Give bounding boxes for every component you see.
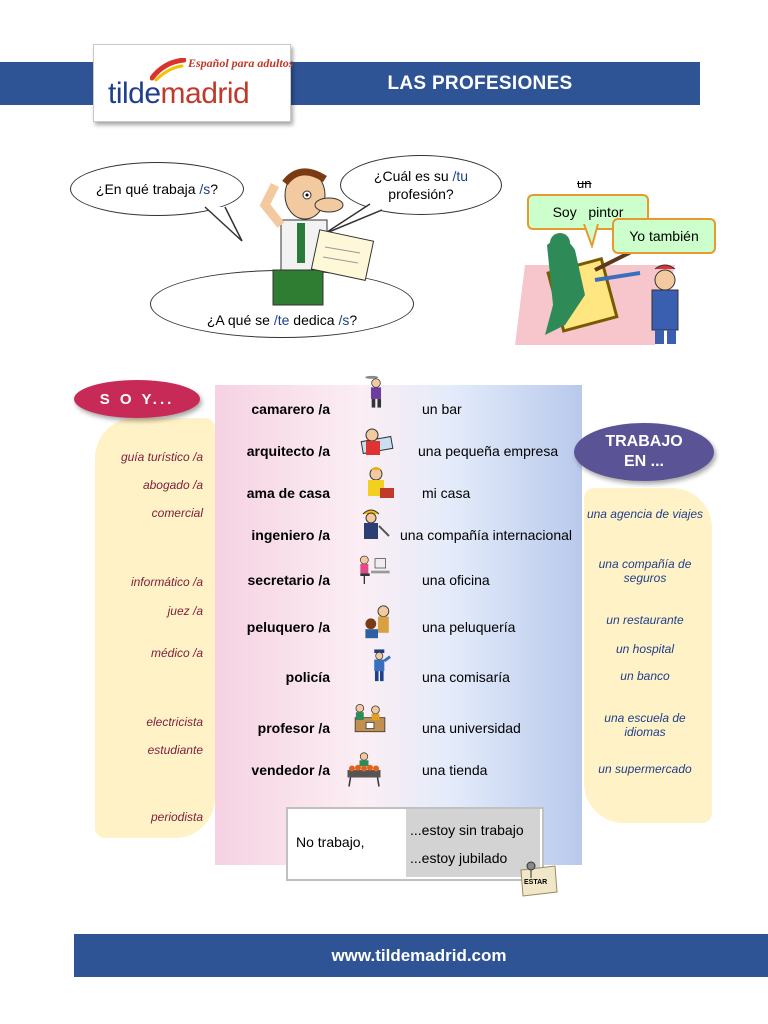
place-label: una pequeña empresa bbox=[418, 443, 559, 459]
left-profession: electricista bbox=[146, 715, 203, 729]
logo-madrid: madrid bbox=[160, 77, 250, 110]
right-place: una escuela de idiomas bbox=[604, 711, 686, 739]
right-place: un restaurante bbox=[606, 613, 684, 627]
page-title: LAS PROFESIONES bbox=[387, 73, 573, 94]
crossed-word: un bbox=[577, 176, 592, 191]
waiter-icon bbox=[365, 375, 382, 408]
bubble-tail-green-1 bbox=[583, 224, 599, 248]
footer-bar bbox=[74, 934, 768, 977]
place-label: una oficina bbox=[422, 572, 490, 588]
place-label: una universidad bbox=[422, 720, 521, 736]
trabajo-badge: TRABAJO EN ... bbox=[574, 423, 714, 481]
flag-brush-icon bbox=[150, 58, 186, 82]
logo-wordmark: tildemadrid bbox=[108, 77, 250, 111]
no-trabajo-option-2: ...estoy jubilado bbox=[410, 850, 508, 866]
place-label: una compañía internacional bbox=[400, 527, 573, 543]
yo-tambien-bubble: Yo también bbox=[612, 218, 716, 254]
soy-pintor-text: Soy pintor bbox=[552, 204, 624, 220]
profession-label: secretario /a bbox=[247, 572, 331, 588]
police-icon bbox=[374, 649, 391, 682]
engineer-icon bbox=[362, 509, 390, 539]
left-profession: guía turístico /a bbox=[120, 450, 203, 464]
no-trabajo-label: No trabajo, bbox=[296, 834, 365, 850]
left-profession: abogado /a bbox=[142, 478, 203, 492]
no-trabajo-option-1: ...estoy sin trabajo bbox=[410, 822, 524, 838]
place-label: una peluquería bbox=[422, 619, 516, 635]
yo-tambien-text: Yo también bbox=[629, 228, 699, 244]
places-scroll-right bbox=[584, 488, 712, 823]
teacher-icon bbox=[354, 703, 386, 733]
vocabulary-panel bbox=[215, 385, 582, 865]
place-label: un bar bbox=[422, 401, 462, 417]
question-3: ¿A qué se /te dedica /s? bbox=[206, 312, 358, 328]
painter-illustration bbox=[515, 233, 679, 345]
profession-label: peluquero /a bbox=[246, 619, 330, 635]
architect-icon bbox=[360, 428, 394, 455]
left-profession: estudiante bbox=[147, 743, 203, 757]
thinking-man-illustration bbox=[259, 168, 375, 306]
logo bbox=[93, 44, 291, 122]
profession-label: policía bbox=[285, 669, 330, 685]
footer-url[interactable]: www.tildemadrid.com bbox=[331, 946, 507, 965]
question-2-line1: ¿Cuál es su /tu bbox=[373, 168, 469, 184]
no-trabajo-options bbox=[406, 809, 540, 877]
soy-badge: S O Y... bbox=[74, 380, 200, 418]
profession-label: profesor /a bbox=[257, 720, 330, 736]
place-label: una tienda bbox=[422, 762, 488, 778]
estar-note-text: ESTAR bbox=[524, 879, 548, 886]
left-profession: juez /a bbox=[167, 604, 203, 618]
seller-icon bbox=[347, 752, 381, 787]
right-place: un hospital bbox=[615, 642, 675, 656]
right-place: un supermercado bbox=[598, 762, 692, 776]
profession-label: ama de casa bbox=[246, 485, 330, 501]
secretary-icon bbox=[360, 555, 390, 584]
estar-note-icon bbox=[520, 861, 558, 897]
trabajo-badge-line1: TRABAJO bbox=[605, 433, 683, 450]
profession-label: ingeniero /a bbox=[251, 527, 330, 543]
trabajo-badge-line2: EN ... bbox=[623, 453, 664, 470]
question-1: ¿En qué trabaja /s? bbox=[95, 181, 219, 197]
logo-tilde: tilde bbox=[108, 77, 161, 110]
bubble-tail-1 bbox=[204, 206, 243, 242]
profession-label: camarero /a bbox=[251, 401, 330, 417]
place-label: una comisaría bbox=[422, 669, 510, 685]
hairdresser-icon bbox=[365, 605, 390, 639]
profession-label: vendedor /a bbox=[251, 762, 330, 778]
left-profession: médico /a bbox=[150, 646, 203, 660]
place-label: mi casa bbox=[422, 485, 471, 501]
right-place: una agencia de viajes bbox=[586, 507, 704, 521]
left-profession: comercial bbox=[151, 506, 203, 520]
professions-scroll-left bbox=[95, 418, 215, 838]
logo-subtitle: Español para adultos bbox=[188, 56, 294, 70]
question-2-line2: profesión? bbox=[388, 186, 454, 202]
right-place: un banco bbox=[620, 669, 670, 683]
housewife-icon bbox=[368, 467, 394, 498]
profession-label: arquitecto /a bbox=[246, 443, 330, 459]
left-profession: periodista bbox=[150, 810, 203, 824]
right-place: una compañía de seguros bbox=[598, 557, 692, 585]
question-bubble-2: ¿Cuál es su /tu profesión? bbox=[340, 155, 502, 215]
left-profession: informático /a bbox=[130, 575, 203, 589]
